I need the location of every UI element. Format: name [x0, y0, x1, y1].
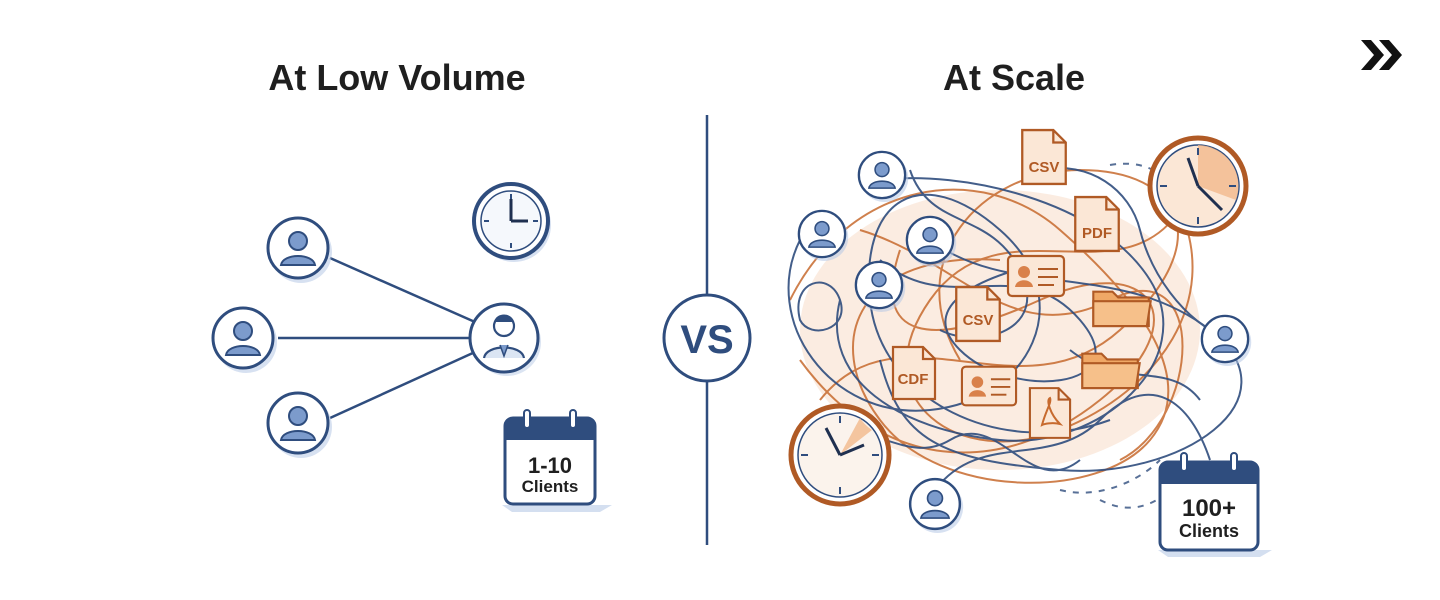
right-title: At Scale — [943, 57, 1085, 98]
calendar-count: 1-10 — [528, 453, 572, 478]
user-avatar-icon — [857, 150, 909, 202]
left-connections — [278, 256, 476, 420]
clock-icon — [1147, 135, 1249, 237]
professional-avatar-icon — [468, 302, 541, 376]
calendar-unit: Clients — [1179, 521, 1239, 541]
calendar-at-scale: 100+ Clients — [1158, 452, 1272, 557]
user-avatar-icon — [1200, 314, 1252, 366]
csv-document-label: CSV — [963, 312, 994, 329]
csv-document-label: CSV — [1029, 159, 1060, 176]
clock-icon — [788, 403, 892, 507]
contact-card-icon — [960, 365, 1018, 407]
calendar-count: 100+ — [1182, 495, 1236, 522]
csv-document-icon: CSV — [955, 285, 1001, 343]
csv-document-icon: CSV — [1021, 128, 1067, 186]
contact-card-icon — [1006, 254, 1066, 298]
calendar-unit: Clients — [522, 477, 579, 496]
user-avatar-icon — [211, 306, 278, 373]
user-avatar-icon — [908, 477, 964, 533]
user-avatar-icon — [797, 209, 849, 261]
cdf-document-label: CDF — [898, 371, 929, 388]
pdf-document-label: PDF — [1082, 225, 1112, 242]
clock-icon — [472, 182, 551, 262]
double-chevron-right-icon — [1361, 40, 1402, 70]
vs-badge: VS — [662, 293, 752, 383]
vs-label: VS — [680, 318, 733, 362]
left-title: At Low Volume — [268, 57, 525, 98]
folder-icon — [1081, 352, 1141, 390]
calendar-low-volume: 1-10 Clients — [502, 409, 612, 512]
cdf-document-icon: CDF — [891, 345, 937, 401]
user-avatar-icon — [266, 391, 333, 458]
pdf-file-icon — [1028, 387, 1072, 439]
folder-icon — [1092, 290, 1152, 328]
pdf-document-icon: PDF — [1074, 195, 1120, 253]
user-avatar-icon — [266, 216, 333, 283]
